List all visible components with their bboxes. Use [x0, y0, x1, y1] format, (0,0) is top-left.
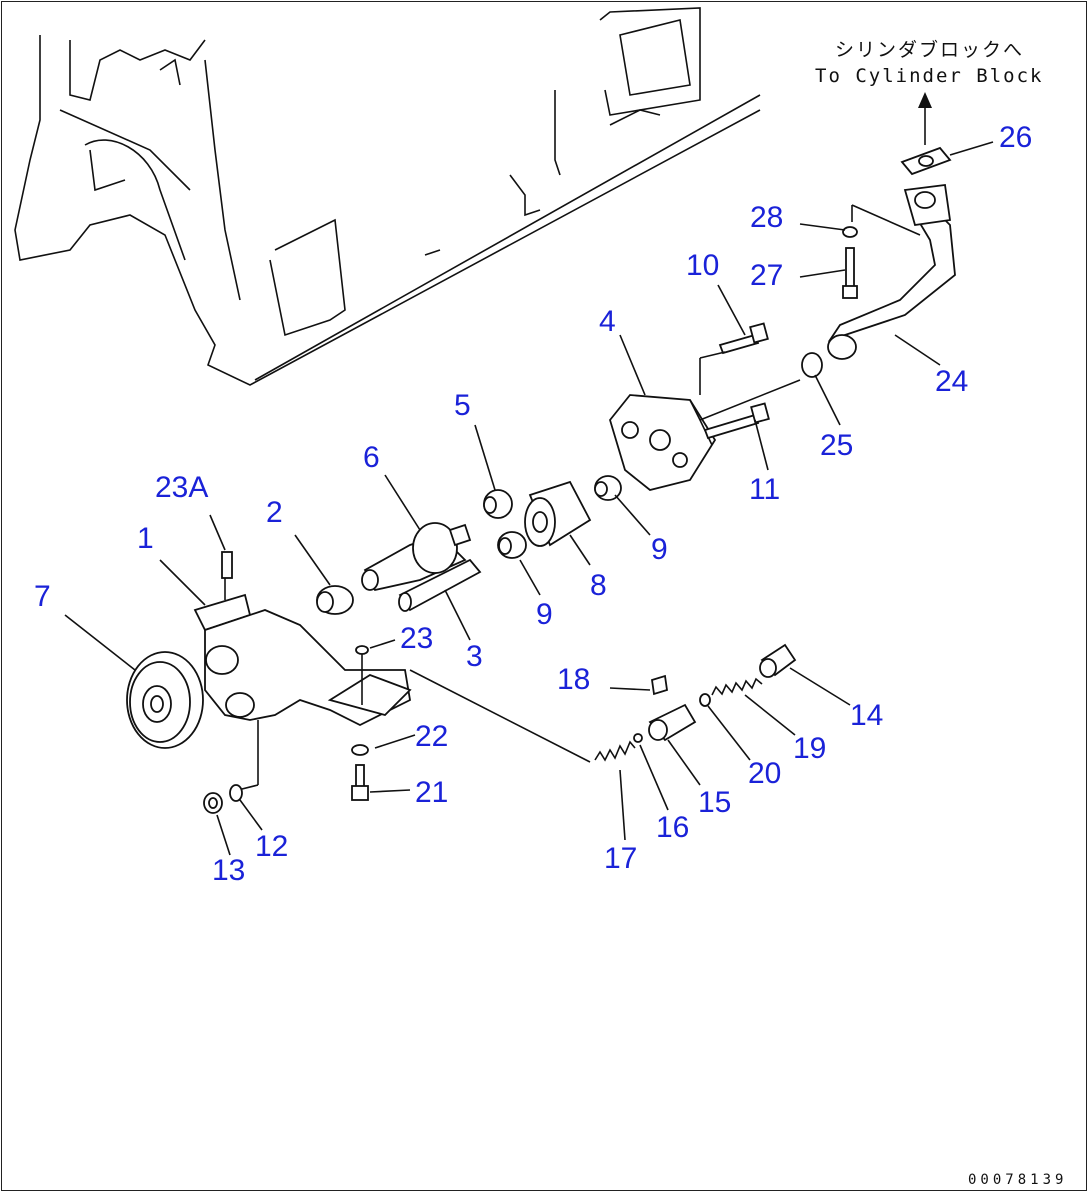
part-oring-25 [801, 352, 823, 378]
part-bushing-9-lower [497, 531, 527, 559]
part-cover-4 [609, 394, 717, 491]
part-tube-24 [827, 183, 956, 360]
part-washer-12 [229, 784, 243, 802]
callout-16: 16 [656, 811, 689, 844]
callout-9-lower: 9 [536, 598, 553, 631]
up-arrow-icon [918, 92, 932, 145]
callout-17: 17 [604, 842, 637, 875]
cylinder-block-outline [14, 7, 761, 386]
callout-23a: 23A [155, 471, 208, 504]
callout-6: 6 [363, 441, 380, 474]
part-bushing-5 [483, 489, 513, 519]
part-driven-gear-8 [524, 480, 592, 547]
callout-5: 5 [454, 389, 471, 422]
callout-20: 20 [748, 757, 781, 790]
part-driven-shaft-3 [398, 558, 482, 612]
callout-8: 8 [590, 569, 607, 602]
callout-19: 19 [793, 732, 826, 765]
callout-15: 15 [698, 786, 731, 819]
callout-28: 28 [750, 201, 783, 234]
part-gasket-26 [900, 146, 952, 176]
leader-lines [64, 141, 994, 856]
callout-labels: 1 2 3 4 5 6 7 8 9 9 10 11 12 13 14 15 16… [34, 121, 1032, 887]
part-pin-23a [221, 551, 233, 600]
part-bolt-27 [842, 247, 858, 299]
part-bolt-11 [699, 379, 801, 440]
callout-10: 10 [686, 249, 719, 282]
callout-22: 22 [415, 720, 448, 753]
part-washer-22 [351, 744, 369, 756]
callout-26: 26 [999, 121, 1032, 154]
drawing-number: 00078139 [968, 1172, 1067, 1188]
note-en: To Cylinder Block [815, 65, 1043, 87]
part-bolt-21 [351, 764, 369, 801]
part-washer-28 [842, 204, 921, 238]
part-nut-13 [203, 792, 223, 814]
callout-27: 27 [750, 259, 783, 292]
part-bushing-9-upper [594, 475, 622, 501]
part-gear-7 [126, 651, 204, 749]
callout-13: 13 [212, 854, 245, 887]
callout-11: 11 [749, 473, 780, 506]
callout-25: 25 [820, 429, 853, 462]
callout-4: 4 [599, 305, 616, 338]
part-drive-gear-6 [361, 522, 472, 592]
part-bushing-2 [316, 585, 354, 615]
note-ja: シリンダブロックへ [835, 38, 1024, 61]
callout-12: 12 [255, 830, 288, 863]
callout-14: 14 [850, 699, 883, 732]
callout-21: 21 [415, 776, 448, 809]
part-pump-body-1 [193, 593, 412, 791]
callout-18: 18 [557, 663, 590, 696]
callout-9-upper: 9 [651, 533, 668, 566]
callout-23: 23 [400, 622, 433, 655]
callout-3: 3 [466, 640, 483, 673]
callout-1: 1 [137, 522, 154, 555]
part-bolt-10 [699, 322, 769, 395]
part-relief-valve-group [409, 643, 797, 763]
callout-2: 2 [266, 496, 283, 529]
callout-7: 7 [34, 580, 51, 613]
part-washer-23 [355, 645, 369, 705]
callout-24: 24 [935, 365, 968, 398]
